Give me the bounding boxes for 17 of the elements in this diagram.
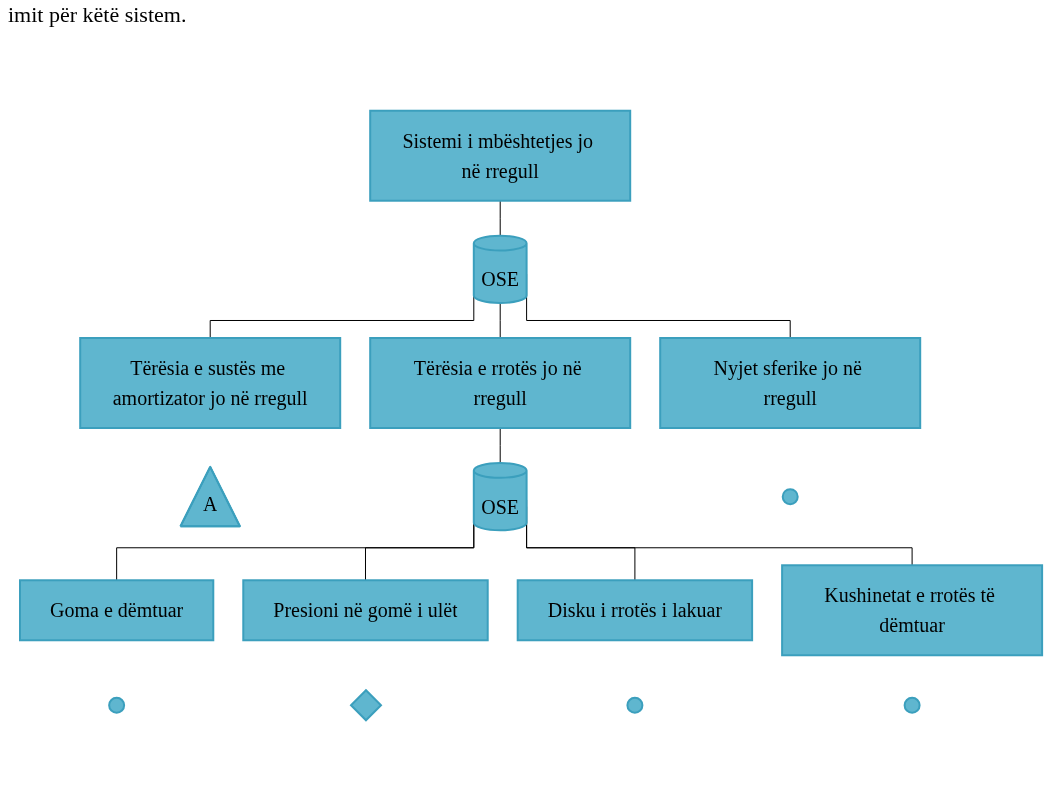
node-box: Nyjet sferike jo në rregull <box>659 337 922 429</box>
connector <box>500 200 502 237</box>
node-box: Kushinetat e rrotës të dëmtuar <box>781 564 1044 657</box>
node-box: Disku i rrotës i lakuar <box>517 579 754 642</box>
note-text: imit për këtë sistem. <box>8 2 187 28</box>
node-circle <box>626 696 644 714</box>
node-box: Goma e dëmtuar <box>19 579 215 642</box>
node-circle <box>108 696 126 714</box>
connector <box>500 302 502 339</box>
node-box: Tërësia e rrotës jo në rregull <box>369 337 632 429</box>
connector <box>500 427 502 464</box>
node-box: Tërësia e sustës me amortizator jo në rregull <box>79 337 342 429</box>
node-circle <box>904 696 922 714</box>
node-circle <box>782 488 800 506</box>
node-box: Presioni në gomë i ulët <box>242 579 490 642</box>
node-box: Sistemi i mbështetjes jo në rregull <box>369 109 632 202</box>
node-diamond <box>350 688 383 722</box>
